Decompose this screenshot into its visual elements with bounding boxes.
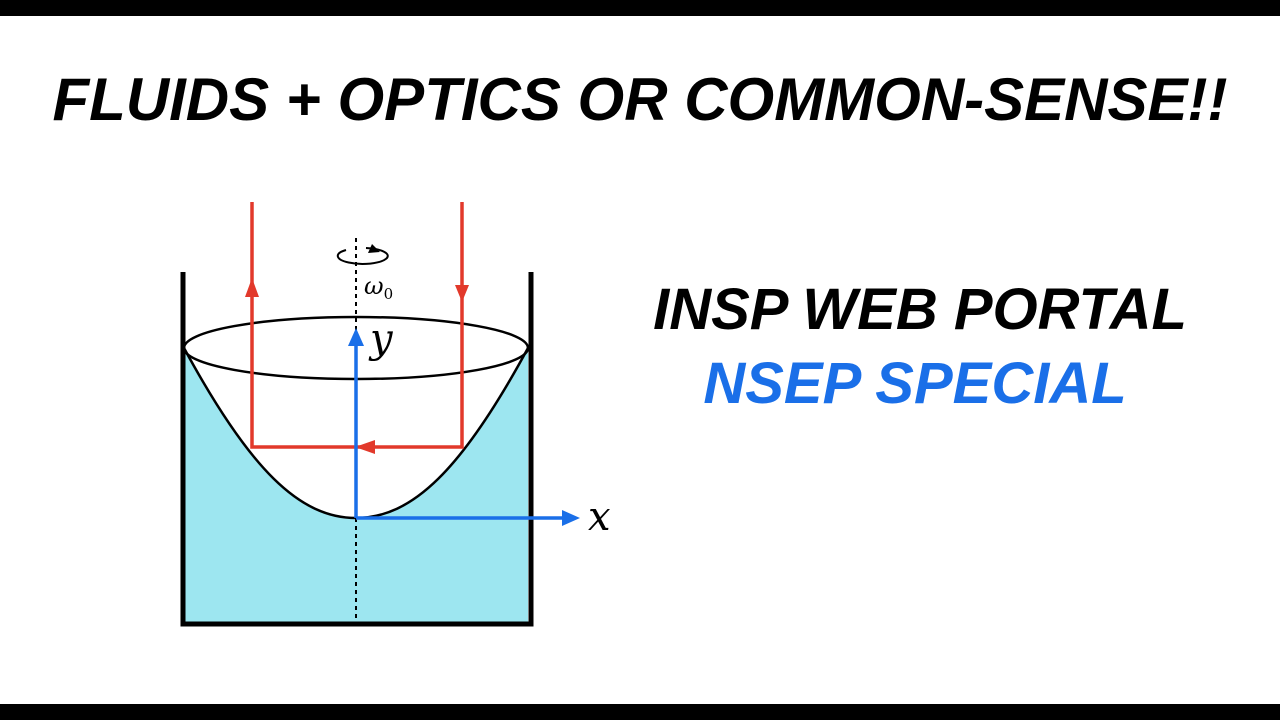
top-black-bar: [0, 0, 1280, 16]
portal-title: INSP WEB PORTAL: [653, 277, 1187, 342]
ray-arrow-down: [455, 285, 469, 302]
container-walls: [180, 272, 534, 627]
y-axis-label: y: [368, 316, 394, 362]
headline: FLUIDS + OPTICS OR COMMON-SENSE!!: [52, 66, 1228, 133]
y-axis-arrowhead: [348, 328, 364, 346]
omega-label: ω0: [364, 272, 393, 303]
x-axis-label: x: [588, 494, 611, 540]
special-title: NSEP SPECIAL: [703, 351, 1127, 416]
fluid-body: [184, 348, 528, 623]
bottom-black-bar: [0, 704, 1280, 720]
ray-arrow-left: [355, 440, 375, 454]
ray-arrow-up: [245, 278, 259, 297]
rotation-arrow-icon: [336, 244, 389, 265]
x-axis-arrowhead: [562, 510, 580, 526]
